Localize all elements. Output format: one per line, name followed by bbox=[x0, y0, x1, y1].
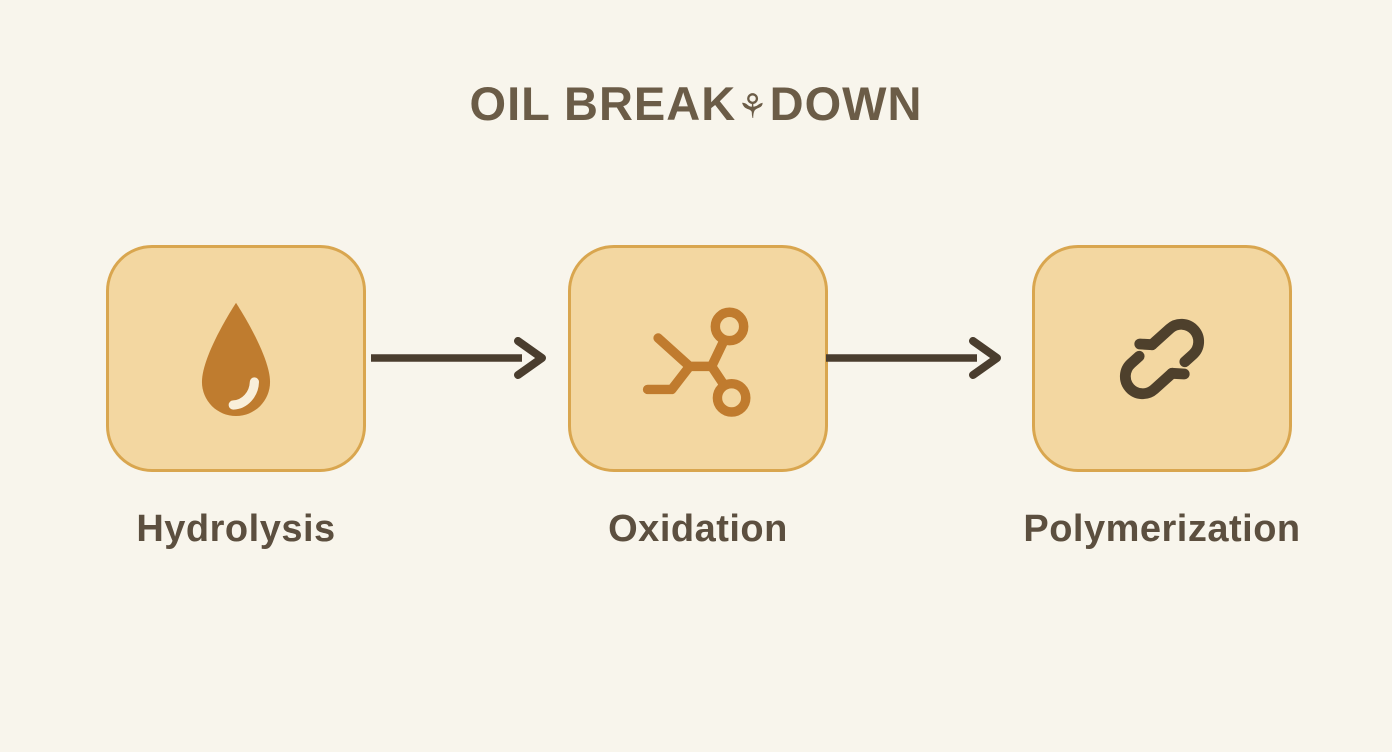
stage-label-polymerization: Polymerization bbox=[1023, 508, 1301, 550]
stage-card-polymerization bbox=[1032, 245, 1292, 472]
page-title: OIL BREAK⚘DOWN bbox=[0, 76, 1392, 131]
droplet-icon bbox=[201, 302, 271, 416]
stage-card-oxidation bbox=[568, 245, 828, 472]
stage-card-hydrolysis bbox=[106, 245, 366, 472]
decorative-artifact-glyph: ⚘ bbox=[737, 88, 769, 126]
chain-link-icon bbox=[1119, 318, 1205, 399]
arrow-oxidation-to-polymerization bbox=[826, 337, 1001, 379]
title-left: OIL BREAK bbox=[469, 77, 737, 130]
title-right: DOWN bbox=[769, 77, 923, 130]
stage-label-hydrolysis: Hydrolysis bbox=[136, 508, 336, 550]
arrow-hydrolysis-to-oxidation bbox=[371, 337, 546, 379]
molecule-icon bbox=[642, 307, 751, 417]
stage-label-oxidation: Oxidation bbox=[608, 508, 788, 550]
